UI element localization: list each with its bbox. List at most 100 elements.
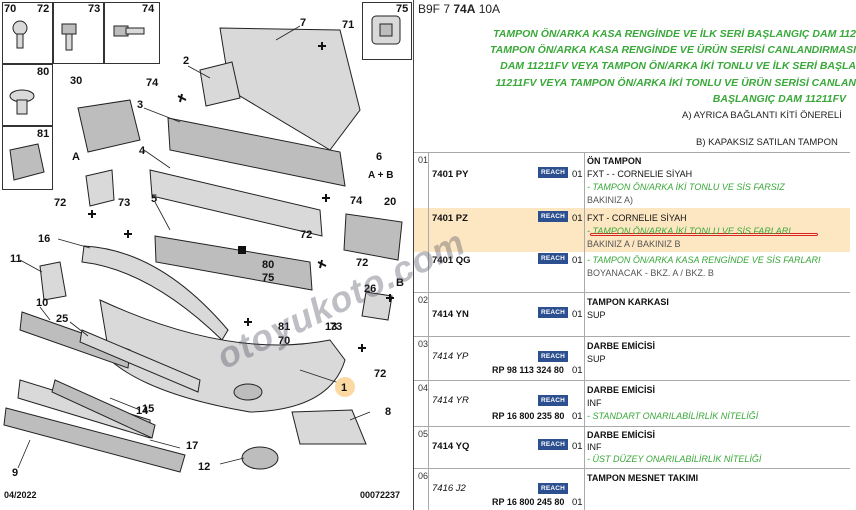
part-ref[interactable]: 7414 YR (432, 395, 469, 406)
part-number: RP 16 800 235 80 (492, 411, 565, 421)
square-marker (238, 246, 246, 254)
part-ref[interactable]: 7416 J2 (432, 483, 466, 494)
label-81: 81 (37, 128, 50, 140)
parts-list-panel: B9F 7 74A 10A TAMPON ÖN/ARKA KASA RENGİN… (414, 0, 856, 510)
part-ref[interactable]: 7401 QG (432, 255, 471, 266)
foglight-hole (233, 383, 263, 401)
condition-line-5: BAŞLANGIÇ DAM 11211FV (712, 93, 846, 105)
part-3-beam (167, 117, 346, 187)
callout-73-b: 73 (330, 321, 342, 333)
row-index: 04 (418, 383, 429, 393)
callout-8: 8 (385, 406, 391, 418)
reach-badge: REACH (538, 211, 568, 222)
callout-17: 17 (186, 440, 198, 452)
callout-1: 1 (341, 382, 347, 394)
reach-badge: REACH (538, 307, 568, 318)
desc-line: SUP (587, 354, 606, 364)
desc-title: TAMPON KARKASI (587, 297, 669, 307)
desc-line: - TAMPON ÖN/ARKA İKİ TONLU VE SİS FARSIZ (587, 182, 785, 192)
part-a-bracket (85, 169, 115, 207)
callout-5: 5 (151, 193, 157, 205)
callout-11: 11 (10, 253, 22, 265)
callout-72-d: 72 (300, 229, 312, 241)
part-4-absorber-low (154, 235, 313, 291)
table-row[interactable]: 01 7401 PY REACH 01 ÖN TAMPON FXT - - CO… (414, 152, 850, 292)
cross-markers (88, 42, 394, 352)
part-30-block (77, 99, 141, 153)
reach-badge: REACH (538, 395, 568, 406)
diagram-drawing: 1 2 3 4 5 6 A + B 7 8 9 10 11 12 13 14 1… (3, 15, 404, 479)
ref-prefix: B9F 7 (418, 2, 454, 16)
row-index: 01 (418, 155, 429, 165)
callout-30: 30 (70, 75, 82, 87)
part-1-bumper (99, 299, 346, 413)
callout-70: 70 (278, 335, 290, 347)
note-a: A) AYRICA BAĞLANTI KİTİ ÖNERELİ (682, 110, 842, 121)
callout-72-b: 72 (356, 257, 368, 269)
part-ref[interactable]: 7401 PY (432, 169, 469, 180)
part-7-reinforcement (219, 27, 361, 151)
part-ref[interactable]: 7414 YN (432, 309, 469, 320)
desc-line: - STANDART ONARILABİLİRLİK NİTELİĞİ (587, 411, 759, 421)
desc-line: BAKINIZ A) (587, 195, 634, 205)
part-11-bracket (39, 261, 67, 301)
table-row[interactable]: 06 7416 J2 REACH RP 16 800 245 80 01 TAM… (414, 468, 850, 510)
desc-line: BAKINIZ A / BAKINIZ B (587, 239, 681, 249)
footer-code: 00072237 (360, 490, 401, 500)
callout-9: 9 (12, 467, 18, 479)
reach-badge: REACH (538, 253, 568, 264)
callout-74-b: 74 (350, 195, 363, 207)
table-row[interactable]: 05 7414 YQ REACH 01 DARBE EMİCİSİ INF - … (414, 426, 850, 468)
table-row[interactable]: 04 7414 YR REACH RP 16 800 235 80 01 DAR… (414, 380, 850, 426)
part-ref[interactable]: 7414 YQ (432, 441, 470, 452)
bracket-81-icon (9, 143, 45, 181)
callout-16: 16 (38, 233, 50, 245)
desc-line: - TAMPON ÖN/ARKA KASA RENGİNDE VE SİS FA… (587, 255, 821, 265)
part-number: RP 16 800 245 80 (492, 497, 565, 507)
qty: 01 (572, 365, 583, 376)
callout-26: 26 (364, 283, 376, 295)
row-index: 05 (418, 429, 429, 439)
catalog-reference: B9F 7 74A 10A (418, 2, 500, 16)
callout-14: 14 (136, 405, 149, 417)
qty: 01 (572, 255, 583, 266)
table-row[interactable]: 02 7414 YN REACH 01 TAMPON KARKASI SUP (414, 292, 850, 336)
qty: 01 (572, 497, 583, 508)
qty: 01 (572, 441, 583, 452)
desc-line: - ÜST DÜZEY ONARILABİLİRLİK NİTELİĞİ (587, 454, 762, 464)
desc-line: INF (587, 398, 602, 408)
callout-80: 80 (262, 259, 274, 271)
table-row[interactable]: 03 7414 YP REACH RP 98 113 324 80 01 DAR… (414, 336, 850, 380)
label-72: 72 (37, 3, 50, 15)
clip-80-icon (9, 89, 35, 115)
clip-75-icon (371, 15, 401, 45)
callout-20: 20 (384, 196, 396, 208)
desc-line: INF (587, 442, 602, 452)
part-15-strip (51, 379, 156, 439)
qty: 01 (572, 213, 583, 224)
part-ref[interactable]: 7401 PZ (432, 213, 468, 224)
row-index: 02 (418, 295, 429, 305)
label-74: 74 (142, 3, 155, 15)
callout-a-1: A (72, 151, 80, 163)
hardware-box-70-72 (2, 2, 53, 64)
label-80: 80 (37, 66, 50, 78)
part-8-fog-housing (291, 409, 367, 445)
callout-2: 2 (183, 55, 189, 67)
part-26-bracket (361, 291, 393, 321)
desc-title: TAMPON MESNET TAKIMI (587, 473, 699, 483)
callout-13: 13 (325, 321, 337, 333)
desc-title: DARBE EMİCİSİ (587, 341, 656, 351)
desc-line: - TAMPON ÖN/ARKA İKİ TONLU VE SİS FARLAR… (587, 226, 791, 236)
callout-25: 25 (56, 313, 68, 325)
red-underline-mark (590, 233, 818, 236)
part-ref[interactable]: 7414 YP (432, 351, 469, 362)
callout-72-c: 72 (374, 368, 386, 380)
part-2-bracket (199, 61, 241, 107)
part-5-absorber (149, 169, 323, 237)
part-20-side-grille (343, 213, 403, 261)
callout-7: 7 (300, 17, 306, 29)
desc-title: ÖN TAMPON (587, 156, 642, 166)
ref-bold: 74A (453, 2, 476, 16)
